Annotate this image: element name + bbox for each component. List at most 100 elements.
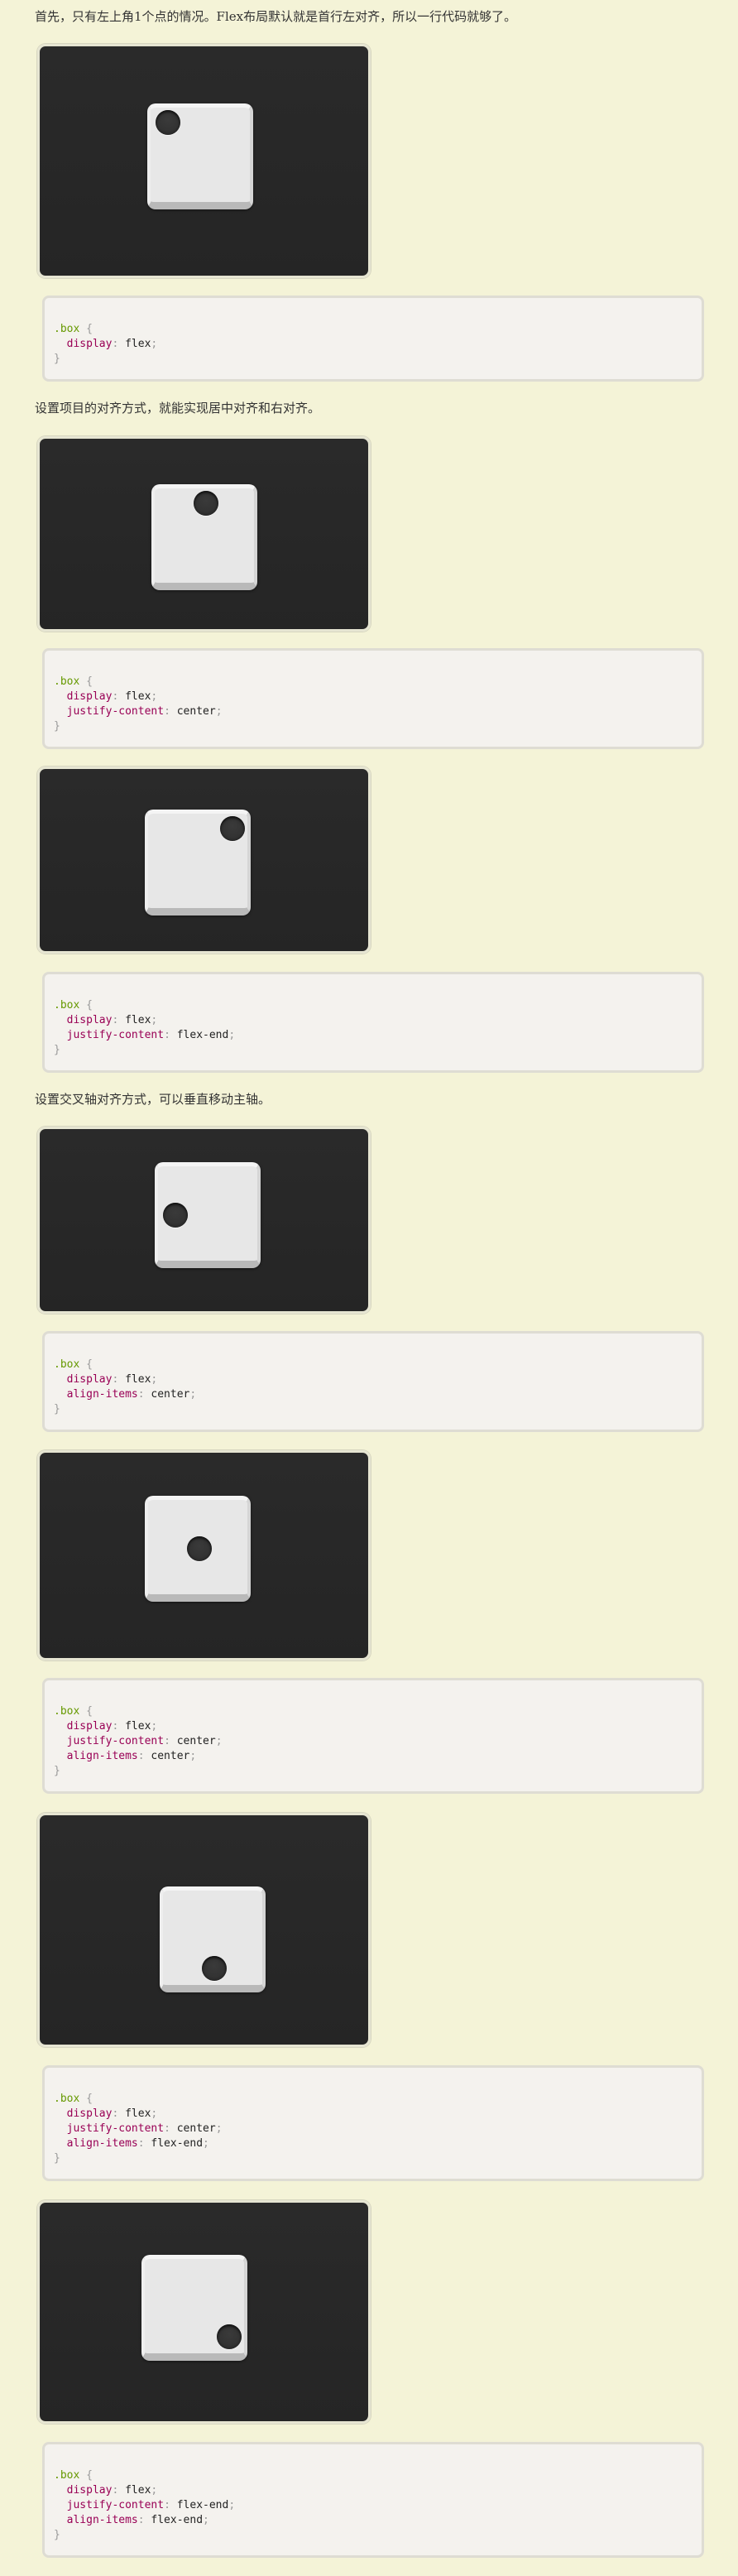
code-punctuation: }	[54, 353, 60, 365]
code-property: display	[66, 1720, 113, 1733]
code-line: display: flex;	[54, 690, 702, 704]
code-punctuation: ;	[151, 2484, 158, 2497]
justify-paragraph: 设置项目的对齐方式，就能实现居中对齐和右对齐。	[35, 401, 321, 416]
code-punctuation: :	[164, 2499, 177, 2511]
code-punctuation: ;	[228, 1029, 236, 1041]
dice-face	[147, 103, 253, 209]
code-punctuation: ;	[203, 2137, 209, 2150]
code-selector: .box	[54, 1358, 80, 1371]
dice-example-4	[37, 1127, 371, 1314]
code-line: align-items: flex-end;	[54, 2136, 702, 2151]
code-line: justify-content: center;	[54, 1734, 702, 1749]
code-punctuation: {	[79, 1358, 93, 1371]
code-block-6: .box { display: flex; justify-content: c…	[42, 2065, 704, 2181]
code-value: center	[176, 2122, 216, 2135]
code-line: .box {	[54, 2468, 702, 2483]
code-value: flex-end	[151, 2137, 204, 2150]
code-property: align-items	[66, 2137, 138, 2150]
code-punctuation: :	[112, 2484, 126, 2497]
code-punctuation: ;	[215, 1735, 223, 1747]
dice-pip	[220, 816, 245, 841]
dice-example-7	[37, 2200, 371, 2424]
code-property: align-items	[66, 1750, 138, 1762]
code-property: justify-content	[66, 1735, 165, 1747]
code-punctuation: }	[54, 2529, 60, 2541]
code-punctuation: ;	[151, 338, 158, 350]
dice-face	[145, 1496, 251, 1602]
dice-pip	[194, 491, 218, 516]
code-value: center	[176, 705, 216, 718]
code-punctuation: ;	[189, 1388, 197, 1401]
code-property: display	[66, 2107, 113, 2120]
dice-example-1	[37, 44, 371, 278]
code-punctuation: }	[54, 720, 60, 733]
code-block-4: .box { display: flex; align-items: cente…	[42, 1331, 704, 1432]
code-punctuation: :	[112, 1720, 126, 1733]
dice-pip	[163, 1203, 188, 1228]
code-value: flex	[125, 2107, 151, 2120]
code-value: center	[151, 1388, 190, 1401]
code-line: .box {	[54, 675, 702, 690]
code-punctuation: :	[137, 1388, 151, 1401]
code-property: justify-content	[66, 2499, 165, 2511]
code-value: flex	[125, 1373, 151, 1386]
code-property: display	[66, 1014, 113, 1026]
code-line: }	[54, 1764, 702, 1779]
code-property: display	[66, 690, 113, 703]
code-property: justify-content	[66, 705, 165, 718]
code-property: display	[66, 338, 113, 350]
code-punctuation: ;	[189, 1750, 197, 1762]
code-value: flex	[125, 1014, 151, 1026]
dice-pip	[156, 110, 180, 135]
dice-example-6	[37, 1813, 371, 2047]
code-block-5: .box { display: flex; justify-content: c…	[42, 1678, 704, 1794]
code-punctuation: :	[164, 2122, 177, 2135]
code-punctuation: :	[112, 338, 126, 350]
code-punctuation: :	[112, 1373, 126, 1386]
code-line: display: flex;	[54, 2483, 702, 2498]
code-line: display: flex;	[54, 337, 702, 352]
code-punctuation: }	[54, 1044, 60, 1056]
code-punctuation: ;	[151, 1014, 158, 1026]
code-line: .box {	[54, 1704, 702, 1719]
code-block-1: .box { display: flex;}	[42, 296, 704, 382]
code-line: justify-content: flex-end;	[54, 2498, 702, 2513]
code-property: align-items	[66, 2514, 138, 2526]
code-punctuation: :	[112, 1014, 126, 1026]
code-selector: .box	[54, 2469, 80, 2482]
code-punctuation: ;	[151, 2107, 158, 2120]
code-value: flex-end	[176, 2499, 229, 2511]
code-punctuation: ;	[228, 2499, 236, 2511]
code-punctuation: }	[54, 2152, 60, 2165]
code-punctuation: ;	[203, 2514, 209, 2526]
code-value: flex-end	[176, 1029, 229, 1041]
code-selector: .box	[54, 1705, 80, 1718]
code-line: }	[54, 2151, 702, 2166]
code-line: }	[54, 719, 702, 734]
code-punctuation: :	[137, 1750, 151, 1762]
intro-paragraph: 首先，只有左上角1个点的情况。Flex布局默认就是首行左对齐，所以一行代码就够了…	[35, 9, 517, 24]
code-line: align-items: center;	[54, 1749, 702, 1764]
dice-example-2	[37, 436, 371, 632]
code-line: display: flex;	[54, 2107, 702, 2122]
code-punctuation: :	[164, 1029, 177, 1041]
code-line: }	[54, 2528, 702, 2543]
code-punctuation: :	[164, 1735, 177, 1747]
code-selector: .box	[54, 999, 80, 1012]
code-punctuation: :	[137, 2514, 151, 2526]
code-block-3: .box { display: flex; justify-content: f…	[42, 972, 704, 1073]
code-punctuation: {	[79, 675, 93, 688]
code-punctuation: ;	[215, 2122, 223, 2135]
code-line: justify-content: center;	[54, 704, 702, 719]
code-selector: .box	[54, 2093, 80, 2105]
code-line: justify-content: center;	[54, 2122, 702, 2136]
code-line: .box {	[54, 322, 702, 337]
code-value: flex	[125, 2484, 151, 2497]
code-block-2: .box { display: flex; justify-content: c…	[42, 648, 704, 749]
code-line: display: flex;	[54, 1372, 702, 1387]
code-line: }	[54, 1043, 702, 1058]
code-value: center	[176, 1735, 216, 1747]
code-punctuation: :	[164, 705, 177, 718]
code-selector: .box	[54, 323, 80, 335]
code-value: flex	[125, 690, 151, 703]
